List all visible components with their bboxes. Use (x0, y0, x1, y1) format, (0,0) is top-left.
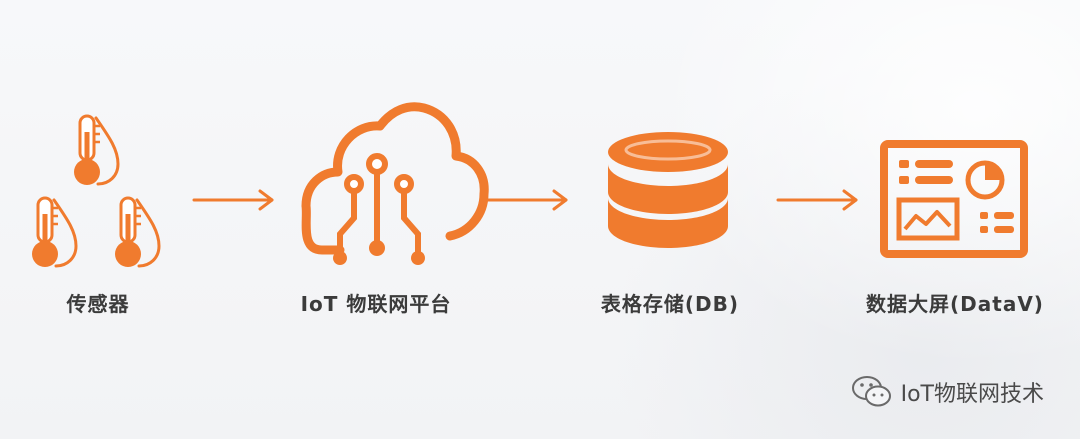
database-label: 表格存储(DB) (600, 292, 740, 316)
arrow-right-icon (776, 189, 858, 211)
arrow-right-icon (486, 189, 568, 211)
watermark-text: IoT物联网技术 (900, 382, 1044, 407)
dashboard-label: 数据大屏(DataV) (866, 292, 1044, 316)
arrow-right-icon (192, 189, 274, 211)
wechat-icon (851, 376, 891, 407)
iot-platform-label: IoT 物联网平台 (300, 292, 452, 316)
sensor-label: 传感器 (66, 292, 130, 316)
database-icon (608, 132, 728, 248)
watermark: IoT物联网技术 (851, 372, 1044, 412)
dashboard-icon (880, 140, 1028, 258)
cloud-circuit-icon (301, 102, 489, 265)
